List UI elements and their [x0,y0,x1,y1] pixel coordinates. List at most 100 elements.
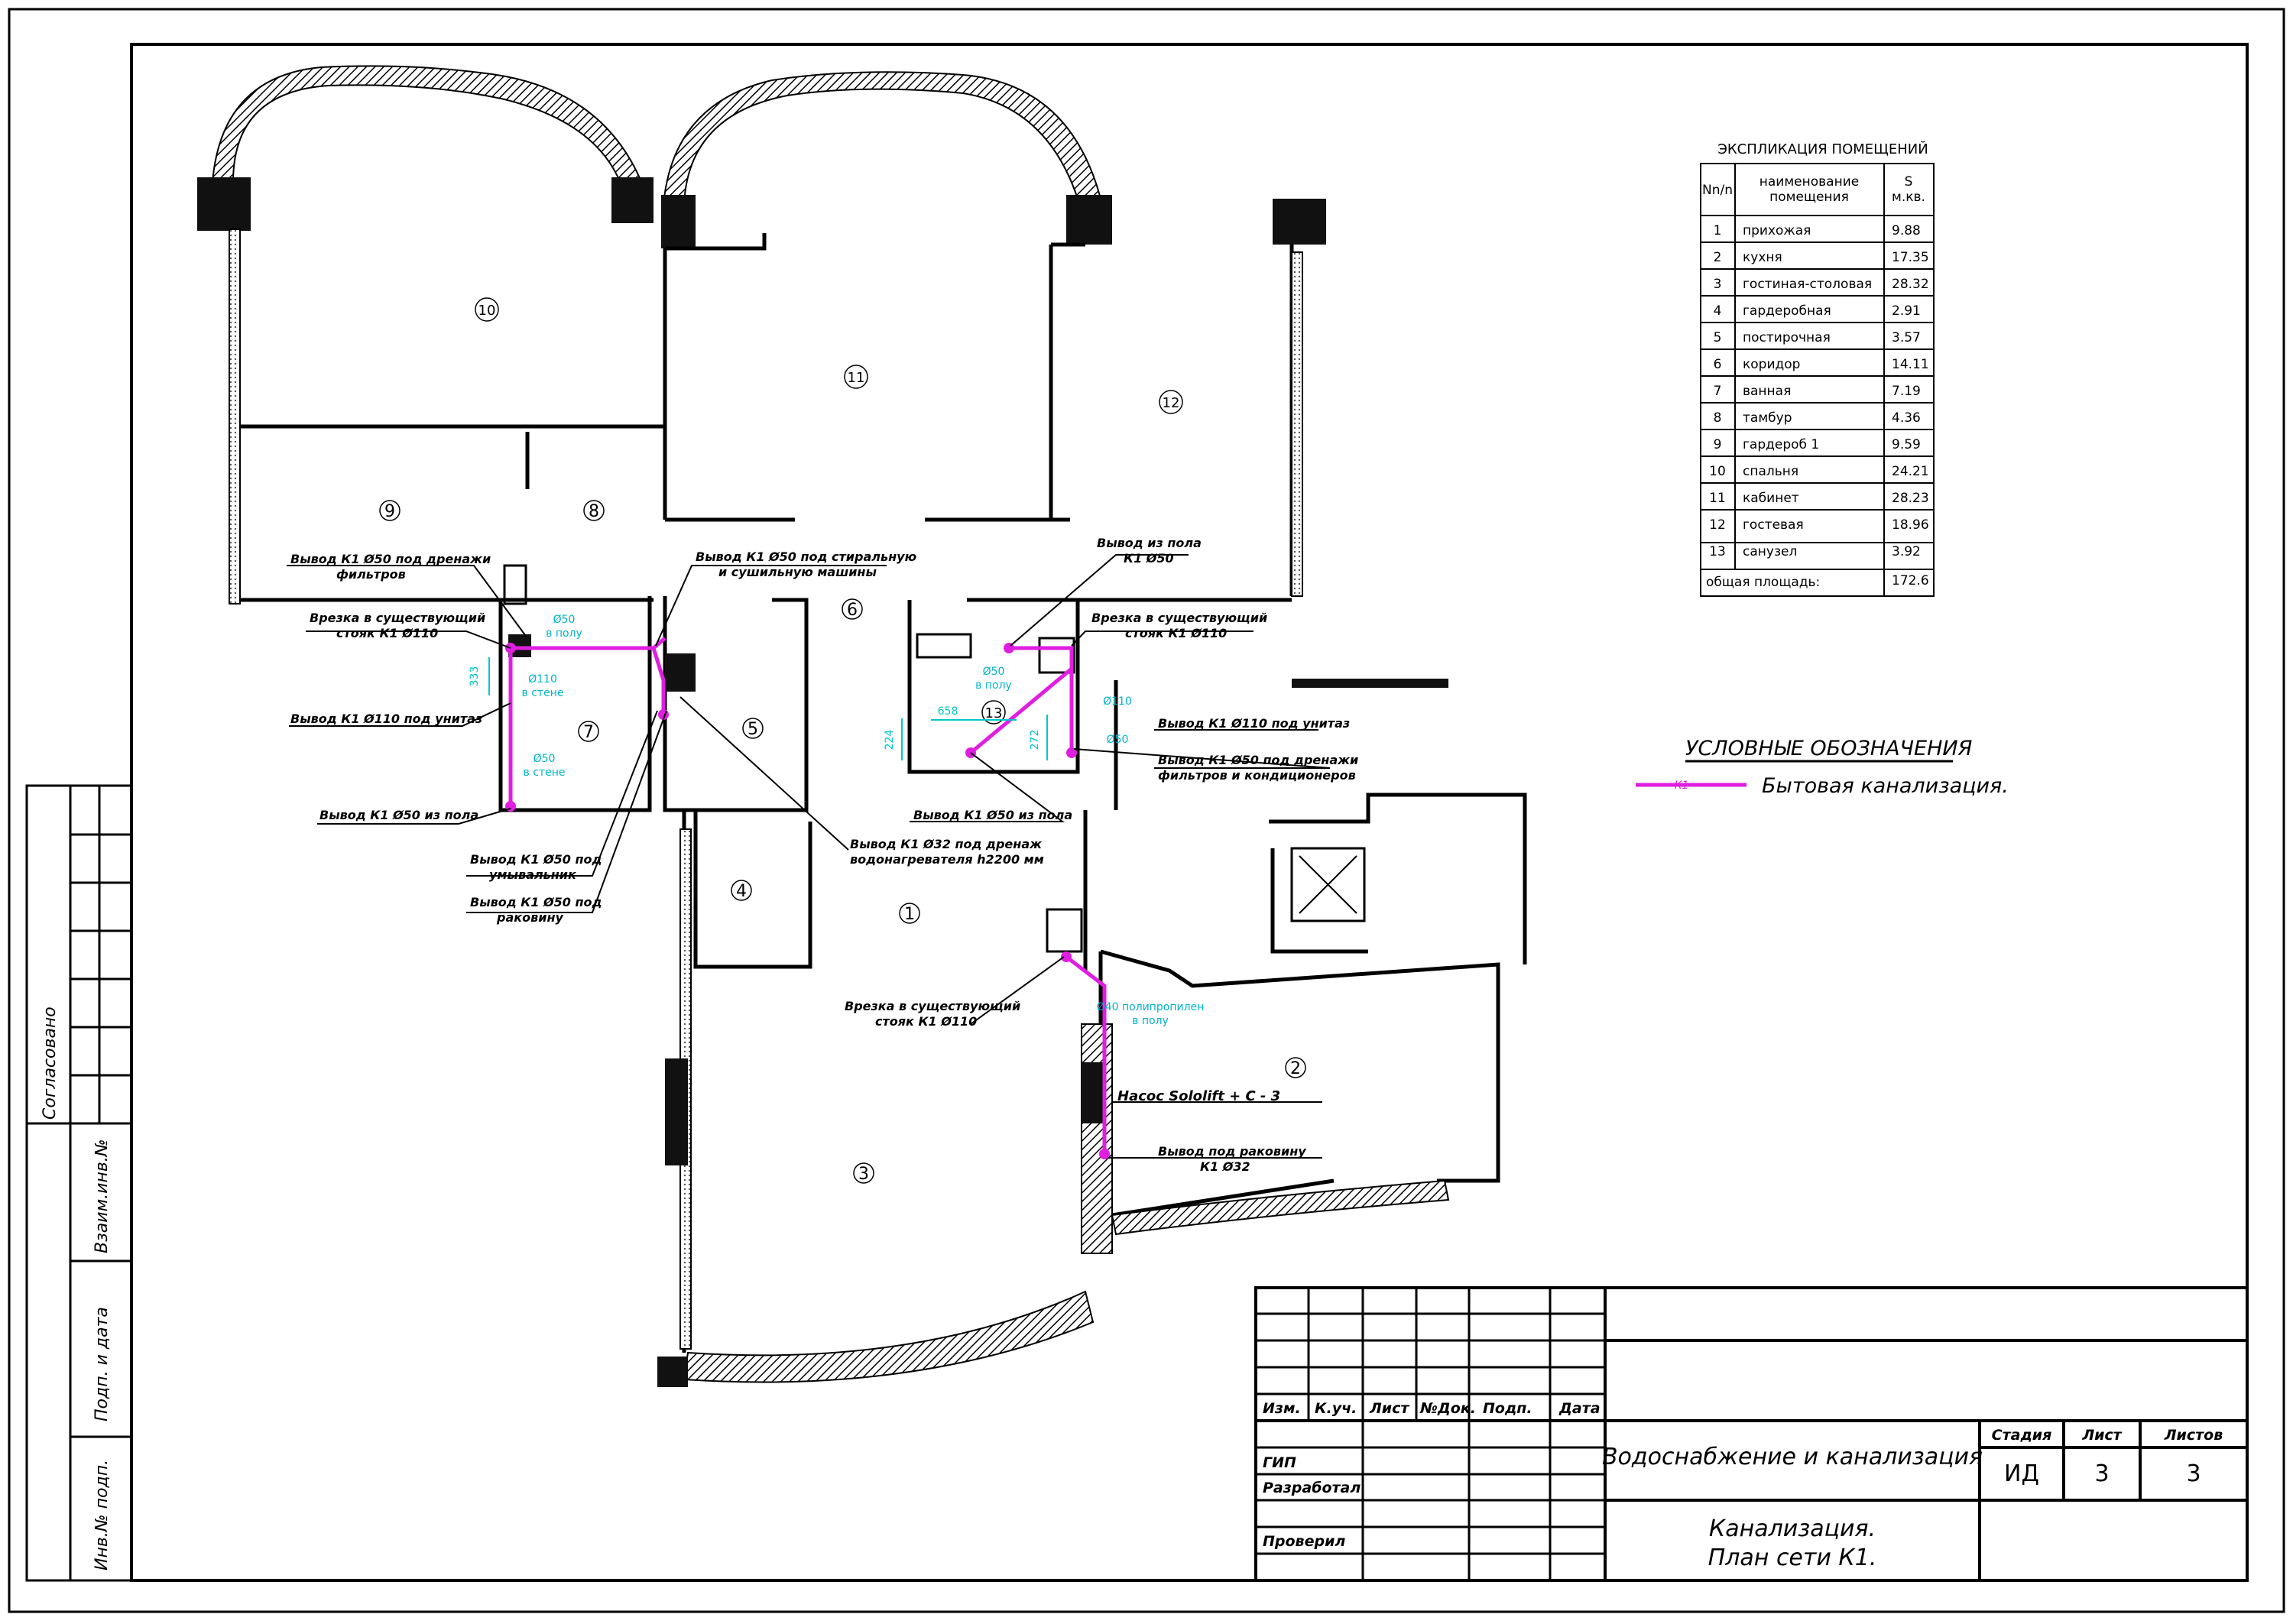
explication-row-area: 3.57 [1892,330,1921,345]
floor-plan: 1 2 3 4 5 6 7 8 9 10 11 12 13 [197,65,1527,1387]
wall-block [1066,195,1112,245]
explication-row-number: 1 [1714,223,1722,238]
explication-total-area: 172.6 [1892,573,1929,588]
explication-row-area: 9.88 [1892,223,1921,238]
stamp-sheet-title-1: Канализация. [1709,1515,1876,1542]
wall-block [197,177,251,231]
explication-row-name: спальня [1743,464,1798,479]
explication-row-area: 28.32 [1892,277,1929,292]
legend-title: УСЛОВНЫЕ ОБОЗНАЧЕНИЯ [1685,737,1973,760]
arch-wall-middle [662,71,1102,206]
side-ref-inv-label: Взаим.инв.№ [92,1139,112,1253]
explication-row-name: тамбур [1743,410,1792,426]
pipe-label-p1-b: в полу [546,627,582,640]
annotation-a12-l1: Вывод К1 Ø50 под дренажи [1158,753,1358,767]
annotation-a1-l2: фильтров [336,567,406,582]
stamp-role-developer: Разработал [1263,1480,1361,1496]
explication-row-number: 2 [1714,250,1722,265]
wall-slab [1291,251,1303,597]
explication-row-area: 28.23 [1892,491,1929,506]
side-sign-date-label: Подп. и дата [92,1307,112,1421]
outer-frame [8,8,2285,1613]
explication-row-name: кухня [1743,250,1782,265]
explication-row-area: 24.21 [1892,464,1929,479]
explication-row-area: 14.11 [1892,357,1929,372]
annotation-a14-l1: Врезка в существующий [845,999,1020,1013]
pipe-label-p7-a: Ø40 полипропилен [1097,1001,1205,1013]
explication-row-name: кабинет [1743,491,1799,506]
explication-title: ЭКСПЛИКАЦИЯ ПОМЕЩЕНИЙ [1717,141,1928,157]
annotation-a13: Вывод К1 Ø50 из пола [913,808,1072,822]
wall-slab [665,653,696,692]
explication-row-number: 8 [1714,410,1722,426]
pipe-label-p5: Ø110 [1103,695,1132,708]
room-number-6: 6 [847,601,858,620]
explication-row-name: коридор [1743,357,1800,372]
annotation-a8-l2: раковину [496,910,563,925]
stamp-col-ndok: №Док. [1419,1400,1476,1417]
explication-row-area: 4.36 [1892,410,1921,426]
annotation-a6-l1: Вывод К1 Ø32 под дренаж [850,837,1043,851]
room-number-13: 13 [985,705,1003,721]
stamp-col-podp: Подп. [1483,1400,1532,1417]
explication-header-area-2: м.кв. [1892,190,1925,205]
annotation-a16-l1: Вывод под раковину [1158,1144,1306,1159]
pipe-wc-13-diag [969,667,1073,754]
stamp-stage-value: ИД [2004,1460,2039,1487]
stamp-col-izm: Изм. [1263,1400,1301,1417]
pipe-label-p7-b: в полу [1132,1015,1169,1027]
wall-slab [1292,679,1448,688]
pipe-label-p4-a: Ø50 [983,666,1005,678]
explication-row-name: прихожая [1743,223,1811,238]
stamp-col-list: Лист [1369,1400,1409,1417]
explication-total-label: общая площадь: [1706,575,1820,590]
room-number-9: 9 [384,502,395,521]
annotations: Вывод К1 Ø50 под дренажи фильтров Врезка… [290,536,1358,1174]
explication-row-name: гостевая [1743,517,1804,533]
pipe-label-p6: Ø50 [1107,734,1129,746]
annotation-a16-l2: К1 Ø32 [1200,1159,1250,1174]
explication-row-name: ванная [1743,384,1791,399]
riser-block [1046,908,1083,953]
pipe-label-p4-b: в полу [975,679,1012,692]
explication-table: ЭКСПЛИКАЦИЯ ПОМЕЩЕНИЙ Nn/n наименование … [1700,141,1935,597]
explication-header-name-2: помещения [1769,190,1849,205]
stamp-stage-label: Стадия [1992,1427,2052,1444]
annotation-a12-l2: фильтров и кондиционеров [1158,768,1356,783]
annotation-a5-l1: Вывод К1 Ø50 под стиральную [696,549,916,564]
toilet-fixture [503,564,527,605]
dimension-d3: 224 [884,730,896,750]
room-walls [231,229,1527,1353]
pipe-label-p3-a: Ø50 [534,753,556,765]
kitchen-window-wall [1111,1179,1450,1236]
explication-row-area: 7.19 [1892,384,1921,399]
pipe-bath-main [511,637,666,650]
annotation-a15: Насос Sololift + C - 3 [1117,1088,1280,1104]
legend-line-symbol: К1 [1675,780,1689,792]
explication-row-number: 9 [1714,437,1722,452]
pipe-labels: Ø50 в полу Ø110 в стене Ø50 в стене Ø50 … [522,614,1205,1027]
annotation-a7-l1: Вывод К1 Ø50 под [470,852,602,867]
stamp-role-checker: Проверил [1263,1533,1345,1550]
explication-row-name: гардероб 1 [1743,437,1819,452]
annotation-a11: Вывод К1 Ø110 под унитаз [1158,716,1350,731]
annotation-a8-l1: Вывод К1 Ø50 под [470,895,602,909]
annotation-a4: Вывод К1 Ø50 из пола [319,808,478,822]
annotation-a5-l2: и сушильную машины [718,565,877,579]
dimension-d1: 333 [469,666,481,687]
bottom-arc-wall [683,1290,1095,1383]
dimensions [488,657,1048,760]
explication-row-number: 13 [1709,544,1726,559]
pipe-label-p2-a: Ø110 [528,673,557,686]
room-number-8: 8 [589,502,599,521]
pipe-label-p1-a: Ø50 [553,614,576,626]
pipe-bath-diag [651,647,666,715]
explication-header-name-1: наименование [1759,174,1859,190]
annotation-a10-l1: Врезка в существующий [1091,611,1267,625]
wall-slab [1081,1023,1113,1254]
dimension-d2: 658 [938,705,958,718]
annotation-a2-l1: Врезка в существующий [310,611,485,625]
stamp-sheet-value: 3 [2094,1460,2109,1487]
explication-row-number: 12 [1709,517,1726,533]
